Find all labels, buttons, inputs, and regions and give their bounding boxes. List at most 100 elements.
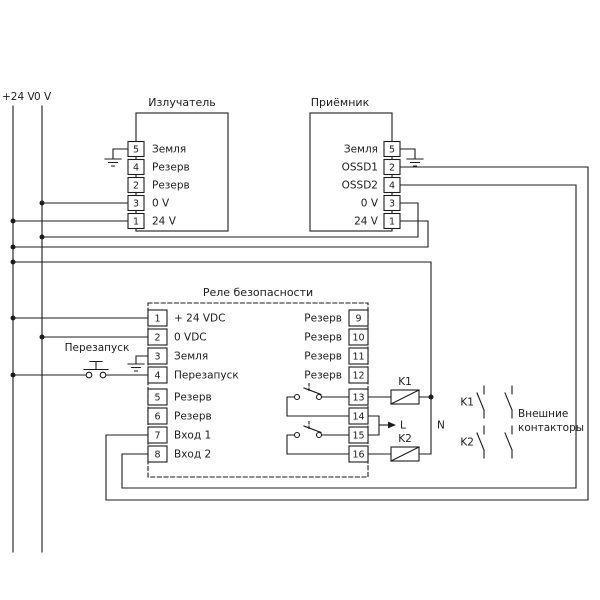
external-contact-k1-b	[504, 385, 513, 419]
junction-dot	[39, 200, 45, 206]
safety-relay-block: Реле безопасности 1 2 3 4 5 6 7 8 + 24 V…	[127, 286, 369, 478]
contact-node	[315, 393, 323, 401]
power-rails: +24 V 0 V	[2, 91, 52, 103]
relay-terminal-num: 16	[352, 450, 364, 461]
relay-terminal-box-8	[147, 445, 168, 463]
relay-terminal-label: + 24 VDC	[174, 313, 225, 325]
external-contact-k2-a	[476, 425, 485, 459]
relay-terminal-box-15	[348, 426, 369, 444]
relay-ground-icon	[127, 355, 149, 372]
relay-terminal-num: 15	[352, 431, 364, 442]
emitter-pin-label: 0 V	[152, 198, 170, 210]
emitter-ground-icon	[104, 148, 129, 167]
receiver-pin-num: 4	[389, 181, 395, 192]
junction-dot	[10, 244, 16, 250]
receiver-pin-label: Земля	[344, 144, 378, 156]
emitter-pin-num: 5	[133, 145, 139, 156]
l-label: L	[400, 420, 406, 432]
relay-terminal-box-9	[348, 309, 369, 327]
relay-terminal-label: Земля	[174, 351, 208, 363]
relay-terminal-label: Резерв	[304, 351, 342, 363]
relay-terminal-box-1	[147, 309, 168, 327]
relay-terminal-label: Вход 1	[174, 430, 211, 442]
relay-terminal-label: Резерв	[304, 332, 342, 344]
receiver-pin-box-5	[383, 140, 401, 158]
external-k1-label: K1	[460, 397, 474, 409]
junction-dot	[10, 259, 16, 265]
relay-terminal-box-13	[348, 388, 369, 406]
junction-dot	[10, 315, 16, 321]
wire-ossd2-to-input2	[121, 184, 577, 489]
relay-terminal-num: 11	[352, 352, 364, 363]
external-contactors-caption-line2: контакторы	[518, 422, 584, 434]
rail-24v-label: +24 V	[2, 91, 35, 103]
wire-receiver-24v	[12, 220, 429, 248]
relay-terminal-num: 12	[352, 371, 364, 382]
receiver-pin-box-1	[383, 212, 401, 230]
relay-terminal-num: 3	[154, 352, 160, 363]
receiver-pin-box-3	[383, 194, 401, 212]
junction-dot	[39, 234, 45, 240]
emitter-pin-box-1	[127, 212, 145, 230]
wire-bridge-14-15	[367, 415, 380, 436]
relay-terminal-num: 8	[154, 450, 160, 461]
emitter-pin-label: Земля	[152, 144, 186, 156]
relay-terminal-box-12	[348, 366, 369, 384]
relay-terminal-box-11	[348, 347, 369, 365]
k1-contactor-coil: K1	[390, 376, 420, 405]
relay-terminal-box-14	[348, 407, 369, 425]
emitter-pin-box-2	[127, 176, 145, 194]
restart-button: Перезапуск	[12, 342, 149, 379]
receiver-ground-icon	[399, 148, 424, 167]
l-arrow-icon	[388, 421, 396, 429]
wires	[12, 105, 589, 553]
emitter-pin-label: Резерв	[152, 180, 190, 192]
relay-terminal-num: 7	[154, 431, 160, 442]
receiver-pin-label: 0 V	[361, 198, 379, 210]
receiver-pin-box-4	[383, 176, 401, 194]
emitter-pin-num: 4	[133, 163, 139, 174]
relay-terminal-box-7	[147, 426, 168, 444]
emitter-pin-num: 3	[133, 199, 139, 210]
relay-contact-15-16	[286, 425, 350, 455]
power-rail-lines	[12, 105, 43, 553]
external-contact-k2-b	[504, 425, 513, 459]
wire-ossd1-to-input1	[105, 166, 589, 501]
emitter-pin-label: Резерв	[152, 162, 190, 174]
k1-coil-diagonal	[390, 389, 420, 405]
relay-terminal-label: 0 VDC	[174, 332, 207, 344]
rail-0v-label: 0 V	[34, 91, 52, 103]
external-k2-label: K2	[460, 437, 474, 449]
mains-labels: L N	[378, 420, 445, 432]
junction-dot	[428, 394, 434, 400]
emitter-block: Излучатель 5 4 2 3 1 Земля Резерв Резерв…	[104, 96, 229, 232]
relay-terminal-label: Резерв	[174, 392, 212, 404]
emitter-pin-box-5	[127, 140, 145, 158]
emitter-title: Излучатель	[148, 96, 216, 109]
receiver-pin-num: 1	[389, 217, 395, 228]
relay-terminal-box-5	[147, 388, 168, 406]
relay-terminal-label: Вход 2	[174, 449, 211, 461]
relay-terminal-num: 14	[352, 412, 364, 423]
k1-coil-label: K1	[398, 376, 412, 388]
relay-terminal-box-2	[147, 328, 168, 346]
receiver-pin-num: 2	[389, 163, 395, 174]
emitter-pin-num: 1	[133, 217, 139, 228]
emitter-pin-num: 2	[133, 181, 139, 192]
relay-terminal-num: 2	[154, 333, 160, 344]
receiver-pin-num: 5	[389, 145, 395, 156]
junction-dot	[39, 334, 45, 340]
contact-node	[293, 431, 301, 439]
contact-node	[315, 431, 323, 439]
external-contactors: K1 K2 Внешние контакторы	[460, 385, 584, 459]
restart-button-label: Перезапуск	[65, 342, 130, 354]
junction-dot	[10, 218, 16, 224]
safety-relay-title: Реле безопасности	[203, 286, 313, 299]
wire-receiver-0v	[41, 202, 419, 238]
junction-dot	[10, 372, 16, 378]
relay-terminal-num: 5	[154, 393, 160, 404]
restart-button-icon	[83, 360, 109, 371]
relay-terminal-num: 6	[154, 412, 160, 423]
relay-terminal-label: Резерв	[304, 370, 342, 382]
